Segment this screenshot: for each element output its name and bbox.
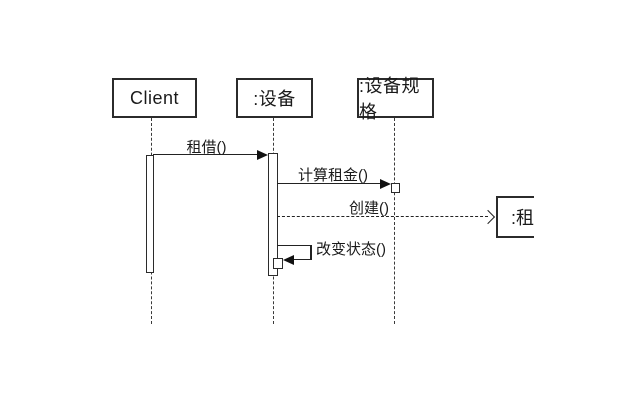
self-message-vertical-line [310,245,312,260]
lifeline-label-device: :设备 [253,89,296,109]
activation-device-spec [391,183,400,193]
self-message-top-line [277,245,311,246]
object-label-rental: :租 [511,208,534,228]
filled-arrowhead-icon [283,255,294,265]
message-line-create [277,216,488,217]
activation-device-nested [273,258,283,269]
message-label-calc-rent: 计算租金() [298,167,368,184]
lifeline-head-device-spec: :设备规格 [357,76,434,122]
message-label-change-state: 改变状态() [316,241,386,258]
message-label-create: 创建() [349,200,389,217]
message-line-calc-rent [277,183,381,184]
open-arrowhead-icon [480,209,496,225]
message-label-rent: 租借() [186,139,227,156]
object-box-rental: :租 [496,196,534,238]
lifeline-label-device-spec: :设备规格 [359,76,421,122]
filled-arrowhead-icon [257,150,268,160]
activation-device [268,153,278,276]
lifeline-head-client: Client [112,78,197,118]
lifeline-head-device: :设备 [236,78,313,118]
activation-client [146,155,154,273]
lifeline-device-spec [394,118,395,324]
filled-arrowhead-icon [380,179,391,189]
message-line-rent [153,154,259,155]
lifeline-label-client: Client [129,87,180,108]
self-message-bottom-line [290,259,311,260]
